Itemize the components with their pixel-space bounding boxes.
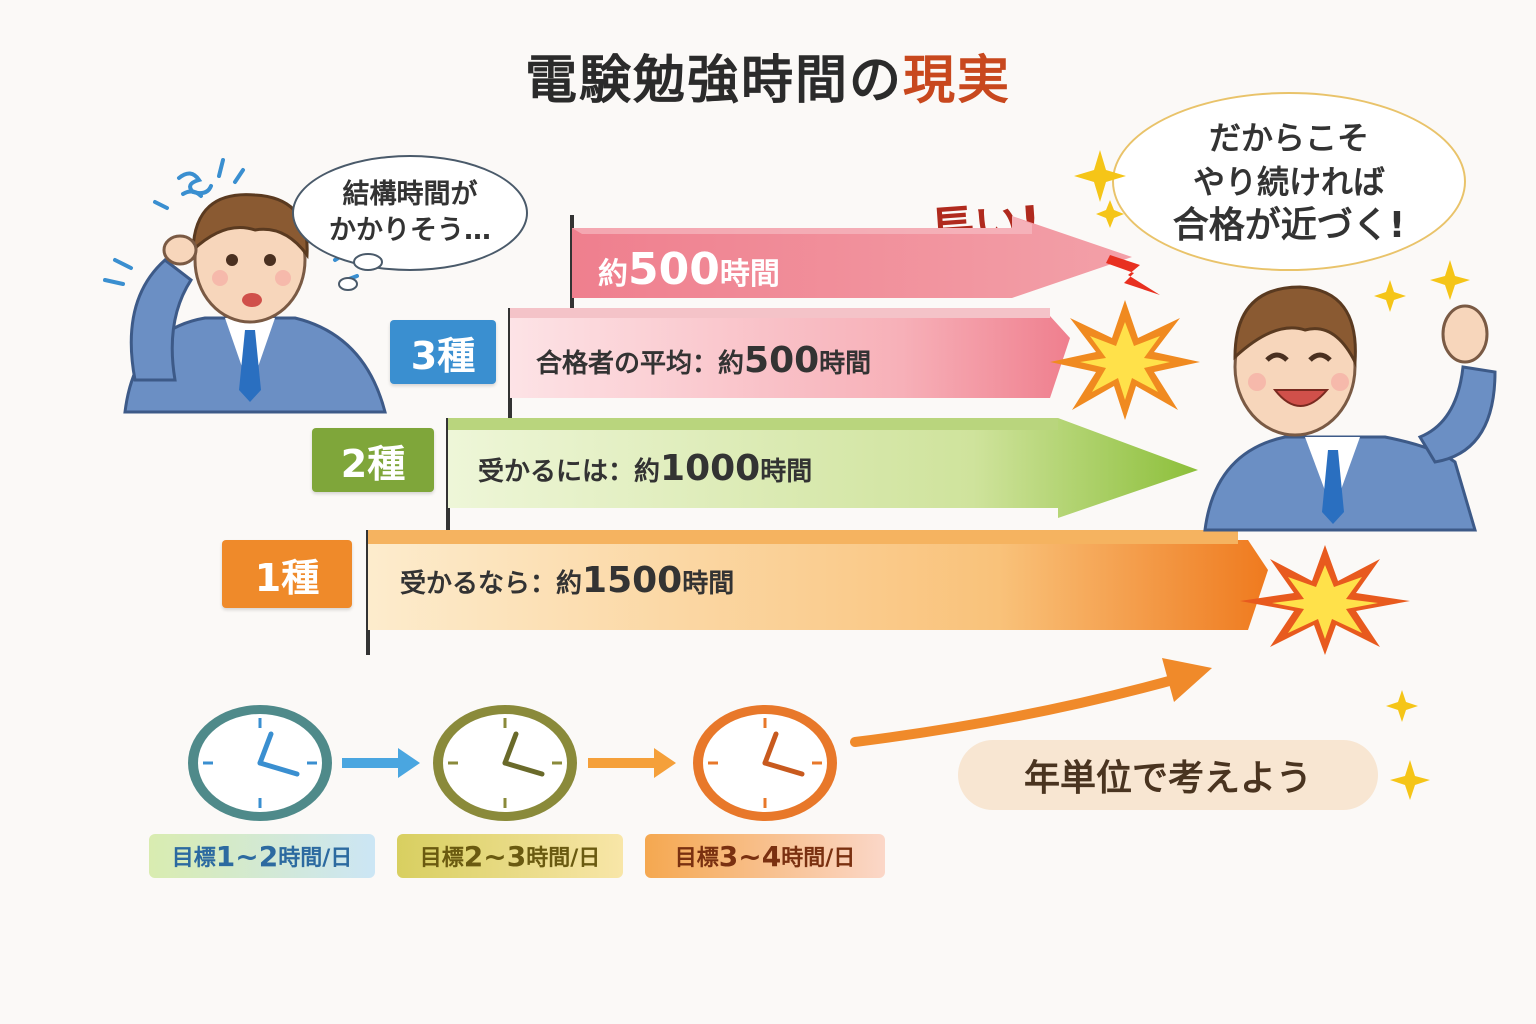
speech-bubble-line-3: 合格が近づく! xyxy=(1172,204,1406,246)
level-2-value: 1000 xyxy=(660,448,761,489)
title-highlight: 現実 xyxy=(903,51,1012,111)
level-2-prefix: 受かるには：約 xyxy=(478,457,661,487)
level-1-bar xyxy=(368,530,1268,630)
target-3-suffix: 時間/日 xyxy=(781,846,856,871)
worried-person-illustration xyxy=(103,158,387,414)
top-bar-label: 約500時間 xyxy=(598,244,780,295)
sparkle-icon xyxy=(1074,150,1126,202)
burst-icon-level-1 xyxy=(1240,545,1410,655)
thought-bubble-left: 結構時間がかかりそう… xyxy=(292,155,528,271)
target-1-suffix: 時間/日 xyxy=(278,846,353,871)
level-3-value: 500 xyxy=(744,340,820,381)
page-title: 電験勉強時間の現実 xyxy=(0,38,1536,113)
level-3-label: 3種 xyxy=(390,320,496,384)
sparkle-icons xyxy=(1074,150,1470,312)
sparkle-icon-slogan xyxy=(1386,690,1430,800)
target-2-prefix: 目標 xyxy=(419,846,464,871)
sparkle-icon xyxy=(1096,200,1124,228)
thought-bubble-line-2: かかりそう… xyxy=(329,215,491,246)
level-1-label: 1種 xyxy=(222,540,352,608)
level-3-text: 合格者の平均：約500時間 xyxy=(536,340,871,381)
level-1-prefix: 受かるなら：約 xyxy=(400,569,583,599)
level-3-bar xyxy=(510,308,1070,398)
speech-bubble-line-1: だからこそ xyxy=(1208,118,1369,157)
title-main: 電験勉強時間の xyxy=(524,51,903,111)
top-bar-prefix: 約 xyxy=(598,257,628,292)
arrow-icon-2 xyxy=(588,748,676,778)
speech-bubble-right: だからこそやり続ければ合格が近づく! xyxy=(1112,92,1466,271)
curved-arrow-icon xyxy=(850,658,1212,747)
thought-bubble-line-1: 結構時間が xyxy=(342,179,478,210)
lightning-icon xyxy=(1106,255,1160,295)
level-3-suffix: 時間 xyxy=(819,349,872,379)
clock-icon-2 xyxy=(433,705,577,821)
thought-dots xyxy=(338,253,383,291)
burst-icon-level-3 xyxy=(1050,300,1200,420)
level-2-suffix: 時間 xyxy=(760,457,813,487)
clock-icon-1 xyxy=(188,705,332,821)
slogan-pill: 年単位で考えよう xyxy=(958,740,1378,810)
level-1-value: 1500 xyxy=(582,560,683,601)
clock-icon-3 xyxy=(693,705,837,821)
sparkle-icon xyxy=(1374,280,1406,312)
level-3-prefix: 合格者の平均：約 xyxy=(536,349,745,379)
level-2-bar xyxy=(448,418,1198,518)
arrow-icon-1 xyxy=(342,748,420,778)
sparkle-icon xyxy=(1430,260,1470,300)
top-bar-arrow xyxy=(572,216,1132,298)
top-bar-value: 500 xyxy=(628,244,720,295)
target-2-suffix: 時間/日 xyxy=(526,846,601,871)
happy-person-illustration xyxy=(1203,285,1497,532)
speech-bubble-line-2: やり続ければ xyxy=(1192,162,1385,201)
target-3-prefix: 目標 xyxy=(674,846,719,871)
level-1-suffix: 時間 xyxy=(682,569,735,599)
target-1-range: 1~2 xyxy=(215,839,279,873)
level-2-text: 受かるには：約1000時間 xyxy=(478,448,812,489)
target-3-range: 3~4 xyxy=(718,839,782,873)
target-2-range: 2~3 xyxy=(463,839,527,873)
top-bar-suffix: 時間 xyxy=(719,257,780,292)
target-1-prefix: 目標 xyxy=(171,846,216,871)
level-1-text: 受かるなら：約1500時間 xyxy=(400,560,734,601)
level-2-label: 2種 xyxy=(312,428,434,492)
